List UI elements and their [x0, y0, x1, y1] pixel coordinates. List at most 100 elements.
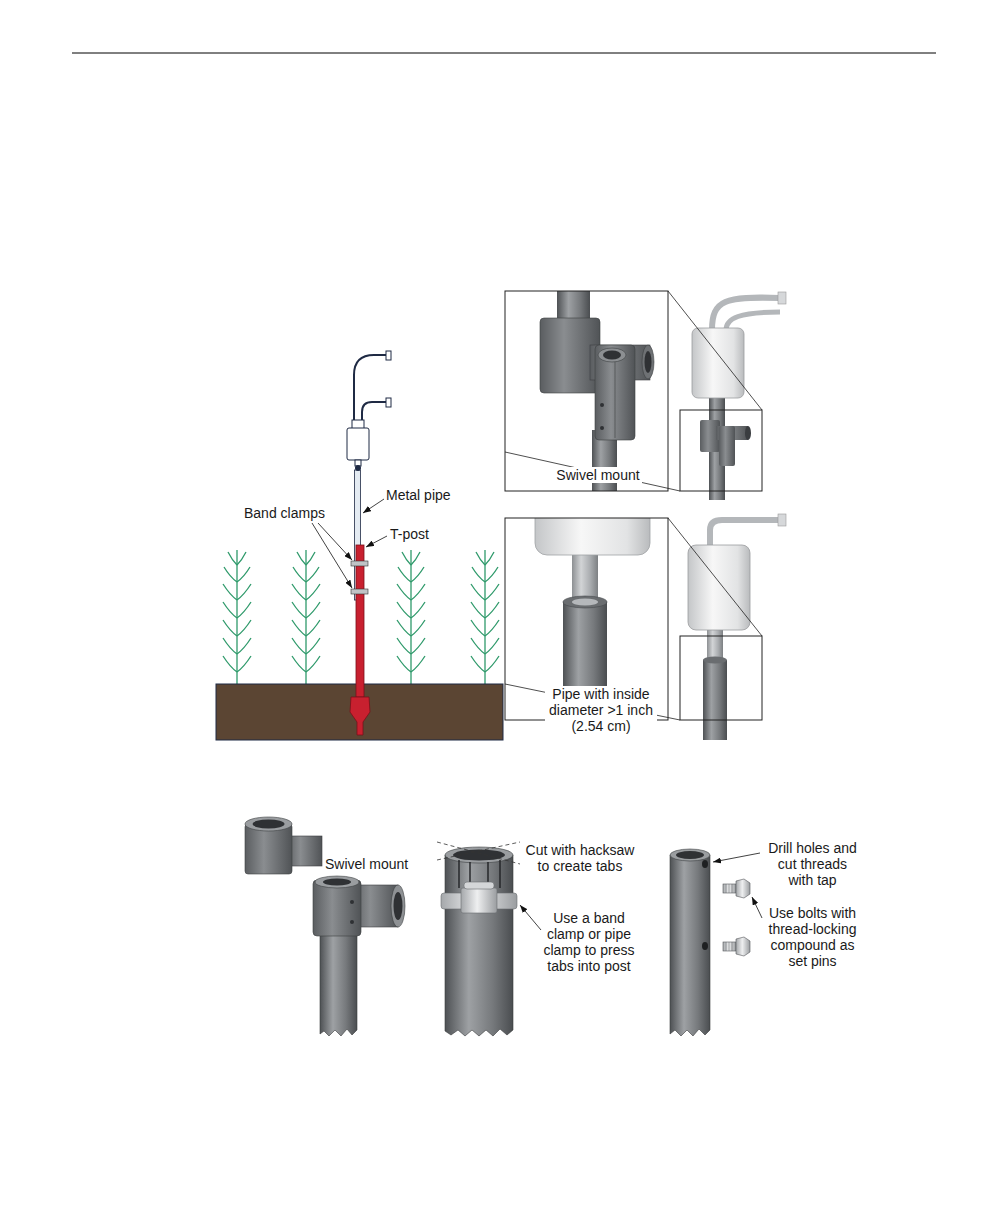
instruction-note: Cut with hacksaw to create tabs	[522, 842, 638, 874]
instruction-note: Drill holes and cut threads with tap	[765, 840, 860, 888]
detail-inset	[712, 298, 780, 330]
set-pin-figure	[736, 879, 750, 898]
detail-inset	[598, 348, 626, 362]
detail-inset	[726, 312, 780, 330]
swivel-mount-figure	[245, 817, 292, 831]
set-pin-figure	[670, 855, 710, 1036]
set-pin-figure	[726, 942, 732, 951]
detail-inset	[572, 599, 598, 606]
swivel-mount-figure	[394, 892, 403, 920]
detail-inset	[778, 292, 786, 304]
detail-inset	[719, 426, 735, 466]
tab-clamp-figure	[458, 860, 459, 888]
set-pin-figure	[702, 942, 708, 950]
detail-inset	[505, 285, 786, 500]
tab-clamp-figure	[437, 842, 541, 1036]
detail-inset	[600, 403, 604, 407]
detail-inset	[668, 291, 762, 410]
detail-inset	[535, 518, 650, 555]
sensor-small	[386, 351, 391, 360]
swivel-mount-figure	[320, 930, 357, 1036]
detail-inset	[703, 660, 727, 740]
part-label-anchor: Swivel mount	[548, 467, 648, 483]
mounting-post	[351, 561, 368, 566]
set-pin-figure	[676, 851, 704, 859]
tab-clamp-figure	[459, 860, 500, 890]
detail-inset	[505, 291, 668, 491]
sensor-small	[347, 428, 369, 460]
detail-inset	[615, 362, 616, 438]
swivel-mount-figure	[315, 876, 359, 888]
detail-inset	[595, 345, 635, 440]
tab-clamp-figure	[499, 860, 500, 888]
part-label-anchor: Band clamps	[244, 505, 344, 521]
mounting-post	[351, 589, 368, 594]
swivel-mount-figure	[245, 824, 292, 874]
detail-inset	[680, 636, 762, 720]
tab-clamp-figure	[445, 855, 513, 1036]
part-label: T-post	[390, 526, 450, 542]
set-pin-figure	[723, 884, 736, 893]
leader-line	[366, 536, 387, 547]
field-scene	[471, 550, 499, 684]
leader-line	[312, 523, 352, 588]
mounting-post	[356, 545, 364, 697]
detail-inset	[668, 518, 762, 636]
part-label: Swivel mount	[554, 467, 641, 483]
set-pin-figure	[702, 860, 708, 868]
set-pin-figure	[752, 897, 762, 918]
detail-inset	[778, 514, 786, 526]
swivel-mount-figure	[253, 820, 285, 829]
dimension-note: Pipe with inside diameter >1 inch (2.54 …	[545, 686, 657, 734]
instruction-note: Use a band clamp or pipe clamp to press …	[539, 910, 639, 974]
part-label: Band clamps	[244, 505, 344, 521]
detail-inset	[642, 345, 654, 379]
detail-inset	[745, 426, 751, 440]
swivel-mount-figure	[313, 880, 361, 936]
field-scene	[292, 550, 320, 684]
sensor-small	[347, 351, 391, 471]
instruction-note-anchor: Drill holes and cut threads with tap	[765, 840, 860, 888]
set-pin-figure	[726, 884, 732, 893]
detail-inset	[710, 520, 780, 545]
swivel-mount-figure	[350, 900, 354, 904]
set-pin-figure	[670, 849, 710, 861]
part-label: Swivel mount	[325, 856, 425, 872]
part-label-anchor: Metal pipe	[386, 487, 476, 503]
tab-clamp-figure	[464, 882, 494, 889]
detail-inset	[688, 545, 750, 630]
detail-inset	[603, 351, 621, 360]
instruction-note: Use bolts with thread-locking compound a…	[765, 905, 860, 969]
detail-inset	[692, 328, 744, 398]
tab-clamp-figure	[437, 842, 520, 864]
header-rule	[72, 53, 936, 54]
swivel-mount-figure	[245, 817, 405, 1036]
detail-inset	[572, 550, 598, 610]
sensor-small	[386, 398, 391, 407]
tab-clamp-figure	[437, 842, 520, 864]
dimension-note-anchor: Pipe with inside diameter >1 inch (2.54 …	[545, 686, 657, 734]
field-scene	[397, 550, 425, 684]
instruction-note-anchor: Use a band clamp or pipe clamp to press …	[539, 910, 639, 974]
detail-inset	[563, 596, 607, 608]
leader-line	[363, 499, 384, 513]
mounting-post	[350, 470, 370, 735]
swivel-mount-figure	[391, 885, 405, 927]
instruction-note-anchor: Cut with hacksaw to create tabs	[522, 842, 638, 874]
set-pin-figure	[723, 942, 736, 951]
swivel-mount-figure	[323, 879, 351, 886]
detail-inset	[645, 351, 652, 373]
detail-inset	[505, 505, 786, 740]
tab-clamp-figure	[437, 842, 520, 860]
part-label-anchor: Swivel mount	[325, 856, 425, 872]
tab-clamp-figure	[445, 847, 513, 863]
detail-inset	[505, 452, 680, 491]
tab-clamp-figure	[520, 905, 541, 930]
instruction-note-anchor: Use bolts with thread-locking compound a…	[765, 905, 860, 969]
detail-inset	[680, 410, 762, 491]
set-pin-figure	[670, 849, 762, 1036]
detail-inset	[505, 291, 668, 491]
sensor-small	[354, 355, 386, 422]
